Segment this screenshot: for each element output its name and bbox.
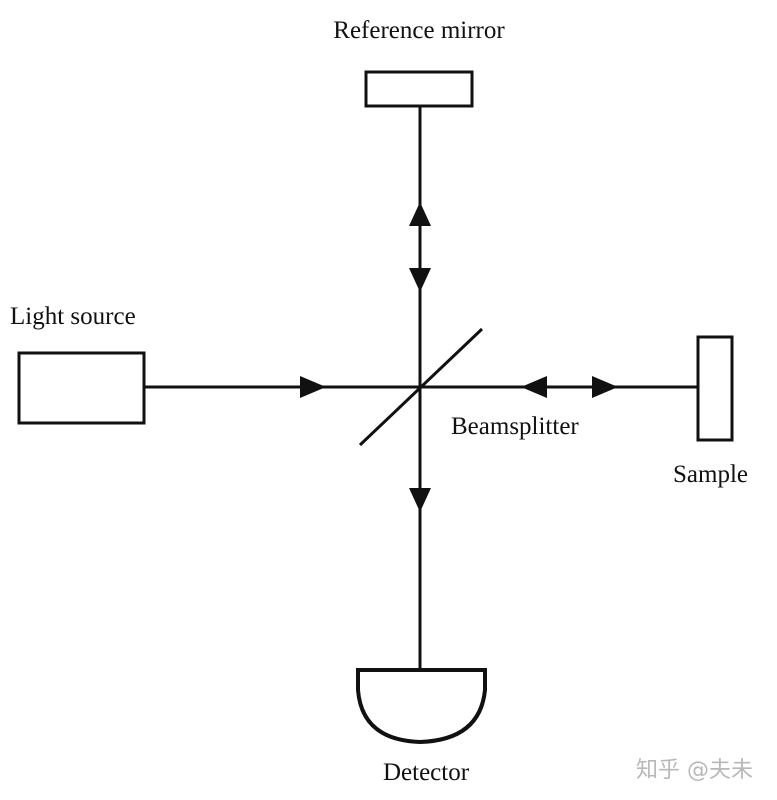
label-detector: Detector: [383, 759, 470, 786]
label-sample: Sample: [673, 461, 748, 488]
arrow-up-mirror-beam: [409, 202, 431, 226]
watermark: 知乎 @夫未: [636, 758, 753, 783]
detector-dome: [356, 668, 487, 745]
label-reference-mirror: Reference mirror: [333, 17, 505, 44]
arrow-down-detector-beam: [409, 488, 431, 512]
sample-plate: [696, 335, 734, 442]
light-source-box: [17, 351, 146, 425]
arrow-left-sample-beam: [521, 376, 547, 398]
label-beamsplitter: Beamsplitter: [451, 413, 579, 440]
beamsplitter-plate: [358, 327, 484, 447]
arrow-right-source-beam: [300, 376, 326, 398]
label-light-source: Light source: [10, 303, 136, 330]
arrow-down-mirror-beam: [409, 268, 431, 292]
reference-mirror: [364, 70, 474, 108]
arrow-right-sample-beam: [592, 376, 618, 398]
